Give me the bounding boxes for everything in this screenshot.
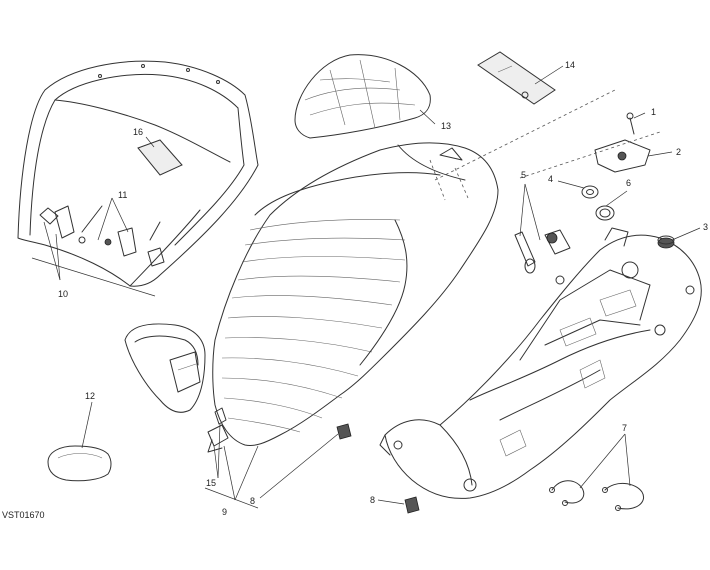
assembly-axis-line-2 [434, 89, 616, 181]
callout-9: 9 [222, 507, 227, 517]
callout-2: 2 [676, 147, 681, 157]
callout-13: 13 [441, 121, 451, 131]
drawing-code: VST01670 [2, 510, 45, 520]
callout-15: 15 [206, 478, 216, 488]
callout-1: 1 [651, 107, 656, 117]
rear-tail-cover [17, 60, 259, 287]
callout-3: 3 [703, 222, 708, 232]
callout-labels: 1 2 3 4 5 6 7 8 8 9 10 11 12 13 14 15 16 [58, 60, 708, 517]
rear-subframe [379, 227, 702, 499]
seat-cover-part-13 [294, 54, 431, 139]
callout-6: 6 [626, 178, 631, 188]
cables-part-7 [549, 480, 644, 511]
document-plate-part-14 [477, 51, 556, 105]
seat-front-tray [124, 323, 206, 413]
callout-4: 4 [548, 174, 553, 184]
rubber-block-part-8 [336, 423, 420, 514]
callout-10: 10 [58, 289, 68, 299]
lock-assembly [514, 112, 675, 274]
assembly-axis-line [519, 131, 661, 179]
main-seat [212, 142, 499, 446]
callout-8-seat: 8 [250, 496, 255, 506]
callout-14: 14 [565, 60, 575, 70]
callout-11: 11 [118, 190, 127, 200]
callout-8-frame: 8 [370, 495, 375, 505]
callout-16: 16 [133, 127, 143, 137]
callout-12: 12 [85, 391, 95, 401]
cover-fasteners [39, 205, 165, 267]
callout-5: 5 [521, 170, 526, 180]
callout-7: 7 [622, 423, 627, 433]
seat-pad-part-12 [47, 445, 112, 482]
sticker-part-16 [137, 139, 183, 176]
bracket-part-15 [207, 407, 229, 453]
leader-lines [31, 65, 701, 509]
